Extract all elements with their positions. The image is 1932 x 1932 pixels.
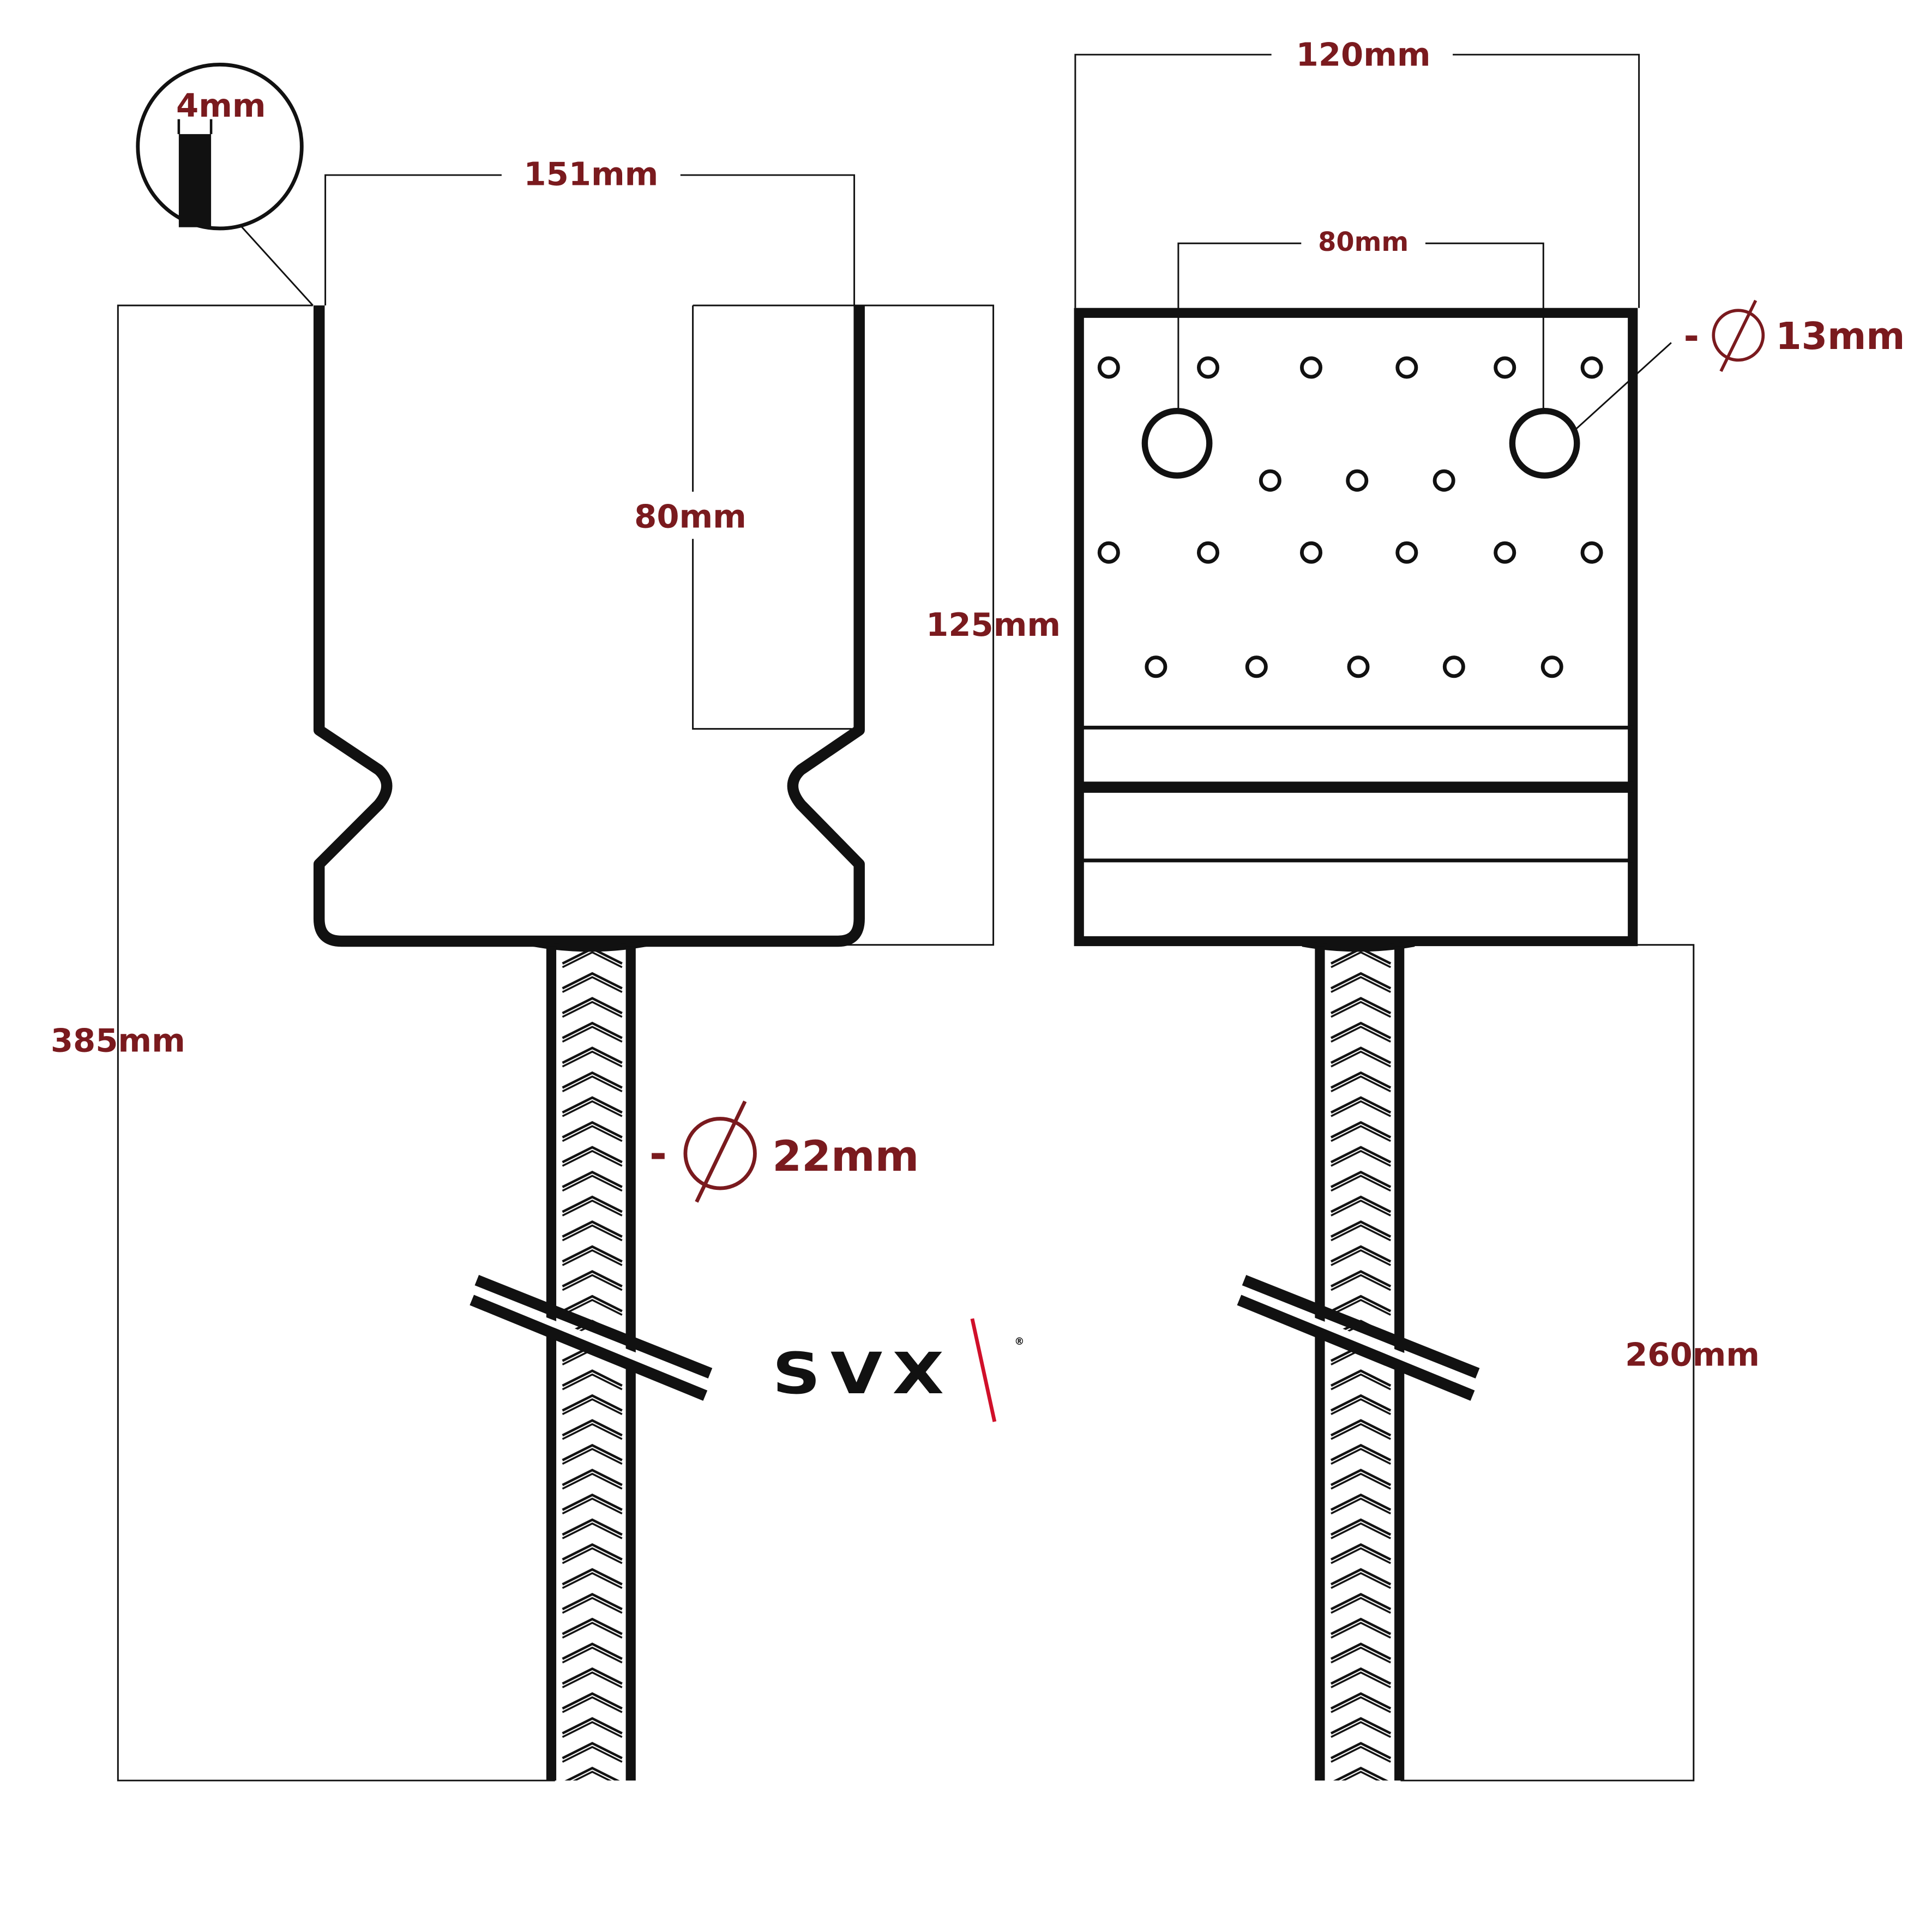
- front-dimension-lines: [1074, 53, 1695, 1781]
- small-holes: [1097, 356, 1603, 678]
- total-height-label: 385mm: [51, 1022, 185, 1060]
- front-break-symbol: [1237, 1275, 1480, 1401]
- diameter-icon: [1712, 299, 1765, 372]
- logo-registered-mark: ®: [1014, 1336, 1024, 1347]
- side-dimension-lines: [117, 174, 995, 1781]
- hole-diameter-callout: - 13mm: [1684, 299, 1905, 372]
- logo-slash: [970, 1318, 997, 1422]
- base-plate: [1074, 308, 1638, 947]
- hole-diameter-label: 13mm: [1775, 315, 1905, 358]
- hole-diameter-prefix: -: [1684, 315, 1699, 358]
- side-break-symbol: [470, 1275, 713, 1401]
- side-view: [117, 62, 995, 1781]
- svx-logo: SVX ®: [772, 1318, 1025, 1422]
- thickness-label: 4mm: [176, 87, 266, 124]
- thickness-detail: [136, 62, 304, 231]
- hole-spacing-label: 80mm: [1318, 227, 1409, 257]
- slot-height-label: 80mm: [634, 498, 747, 535]
- rebar-diameter-prefix: -: [649, 1130, 667, 1179]
- anchor-length-label: 260mm: [1625, 1336, 1760, 1374]
- rebar-diameter-label: 22mm: [772, 1132, 919, 1181]
- large-holes: [1141, 407, 1580, 479]
- plate-width-label: 120mm: [1296, 36, 1431, 74]
- bracket-height-label: 125mm: [926, 606, 1061, 643]
- bracket-width-label: 151mm: [523, 155, 658, 192]
- front-view: [1074, 53, 1695, 1781]
- rebar-diameter-callout: - 22mm: [649, 1100, 919, 1203]
- u-bracket-profile: [313, 305, 865, 947]
- logo-text: SVX: [772, 1340, 954, 1407]
- diameter-icon: [683, 1100, 757, 1203]
